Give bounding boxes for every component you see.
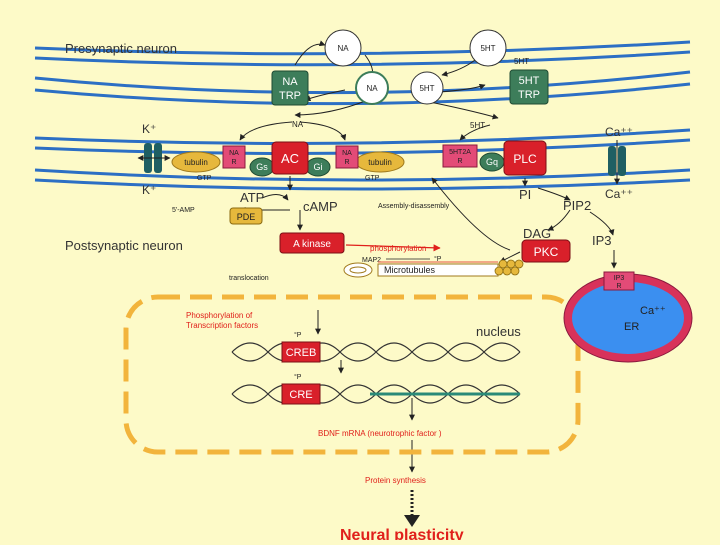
gi-label: Gi bbox=[314, 162, 323, 172]
presynaptic-label: Presynaptic neuron bbox=[65, 41, 177, 56]
bdnf-label: BDNF mRNA (neurotrophic factor ) bbox=[318, 429, 442, 438]
na-receptor-right: NA R bbox=[335, 145, 359, 169]
dna-strand-upper bbox=[231, 342, 521, 362]
cre-p-label: °P bbox=[294, 373, 302, 381]
gtp-right: GTP bbox=[365, 175, 380, 182]
er-organelle: IP3 R Ca⁺⁺ ER bbox=[563, 271, 693, 363]
atp-label: ATP bbox=[240, 190, 264, 205]
map2-label: MAP2 bbox=[362, 257, 381, 264]
cytosol-arrows bbox=[239, 176, 617, 473]
sht-trp-line2: TRP bbox=[518, 89, 540, 101]
phosphorylation-arrow bbox=[345, 244, 441, 252]
na-trp-line2: TRP bbox=[279, 90, 301, 102]
tubulin-left: tubulin bbox=[171, 151, 221, 173]
er-label: ER bbox=[624, 321, 639, 333]
plc-enzyme: PLC bbox=[503, 140, 547, 176]
ca-label-top: Ca⁺⁺ bbox=[605, 125, 633, 139]
a-kinase-label: A kinase bbox=[293, 239, 331, 250]
pip2-label: PIP2 bbox=[563, 198, 591, 213]
gq-label: Gq bbox=[486, 157, 498, 167]
pkc-label: PKC bbox=[534, 245, 559, 259]
postsynaptic-membrane bbox=[34, 128, 691, 191]
k-label-bottom: K⁺ bbox=[142, 183, 156, 197]
k-label-top: K⁺ bbox=[142, 122, 156, 136]
protein-synthesis-label: Protein synthesis bbox=[365, 476, 426, 485]
nucleus-label: nucleus bbox=[476, 324, 521, 339]
tubulin-left-label: tubulin bbox=[184, 158, 208, 167]
five-amp-label: 5'-AMP bbox=[172, 207, 195, 214]
creb-box: CREB bbox=[281, 341, 321, 363]
dag-label: DAG bbox=[523, 226, 551, 241]
postsynaptic-label: Postsynaptic neuron bbox=[65, 238, 183, 253]
ca-channel bbox=[608, 140, 626, 185]
nucleus-border bbox=[123, 294, 581, 455]
tubulin-right: tubulin bbox=[355, 151, 405, 173]
ip3-r-1: IP3 bbox=[614, 275, 625, 282]
na-r-right-2: R bbox=[344, 159, 349, 166]
phosphorylation-label: phosphorylation bbox=[370, 244, 426, 253]
ca-label-bottom: Ca⁺⁺ bbox=[605, 187, 633, 201]
gtp-left: GTP bbox=[197, 175, 212, 182]
creb-label: CREB bbox=[286, 347, 317, 359]
sht2a-r-2: R bbox=[457, 158, 462, 165]
translocation-label: translocation bbox=[229, 275, 269, 282]
na-label-low: NA bbox=[292, 120, 304, 129]
na-circle-top: NA bbox=[337, 44, 349, 53]
cre-box: CRE bbox=[281, 383, 321, 405]
na-molecules: NA NA NA bbox=[292, 29, 389, 129]
phos-tf-line2: Transcription factors bbox=[186, 321, 258, 330]
sht2a-receptor: 5HT2A R bbox=[442, 144, 478, 168]
camp-label: cAMP bbox=[303, 199, 338, 214]
neural-plasticity-label: Neural plasticity bbox=[340, 527, 464, 540]
gi-protein: Gi bbox=[305, 157, 331, 177]
sht2a-r-1: 5HT2A bbox=[449, 149, 471, 156]
gs-label: Gs bbox=[256, 162, 268, 172]
dna-strand-lower bbox=[231, 384, 521, 404]
ac-enzyme: AC bbox=[271, 141, 309, 175]
sht-circle-top: 5HT bbox=[480, 44, 495, 53]
sht-trp-line1: 5HT bbox=[519, 75, 540, 87]
sht-molecules: 5HT 5HT 5HT 5HT bbox=[410, 29, 529, 130]
ac-label: AC bbox=[281, 151, 299, 166]
phos-tf-line1: Phosphorylation of bbox=[186, 311, 253, 320]
ip3-label: IP3 bbox=[592, 233, 612, 248]
microtubules: Microtubules bbox=[343, 261, 499, 278]
sht-circle-mid: 5HT bbox=[419, 84, 434, 93]
tubulin-bead-cluster bbox=[494, 259, 524, 276]
pi-label: PI bbox=[519, 187, 531, 202]
assembly-label: Assembly-disassembly bbox=[378, 203, 450, 210]
sht-transporter: 5HT TRP bbox=[509, 69, 549, 105]
sht-label-low: 5HT bbox=[470, 121, 485, 130]
na-circle-mid: NA bbox=[366, 84, 378, 93]
ip3-r-2: R bbox=[616, 283, 621, 290]
creb-p-label: °P bbox=[294, 331, 302, 339]
pkc-box: PKC bbox=[521, 239, 571, 263]
na-transporter: NA TRP bbox=[271, 70, 309, 106]
cre-label: CRE bbox=[289, 389, 312, 401]
gq-protein: Gq bbox=[479, 152, 505, 172]
na-trp-line1: NA bbox=[282, 76, 298, 88]
gs-protein: Gs bbox=[249, 157, 275, 177]
pde-box: PDE bbox=[229, 207, 263, 225]
a-kinase-box: A kinase bbox=[279, 232, 345, 254]
k-channel bbox=[137, 143, 171, 173]
plasticity-arrow bbox=[404, 490, 420, 527]
er-ca-label: Ca⁺⁺ bbox=[640, 305, 666, 317]
na-r-left-1: NA bbox=[229, 150, 239, 157]
map2-p-label: °P bbox=[434, 255, 442, 263]
na-r-left-2: R bbox=[231, 159, 236, 166]
na-receptor-left: NA R bbox=[222, 145, 246, 169]
microtubules-label: Microtubules bbox=[384, 265, 436, 275]
pde-label: PDE bbox=[237, 212, 256, 222]
na-r-right-1: NA bbox=[342, 150, 352, 157]
sht-label-right: 5HT bbox=[514, 57, 529, 66]
tubulin-right-label: tubulin bbox=[368, 158, 392, 167]
plc-label: PLC bbox=[513, 152, 537, 166]
